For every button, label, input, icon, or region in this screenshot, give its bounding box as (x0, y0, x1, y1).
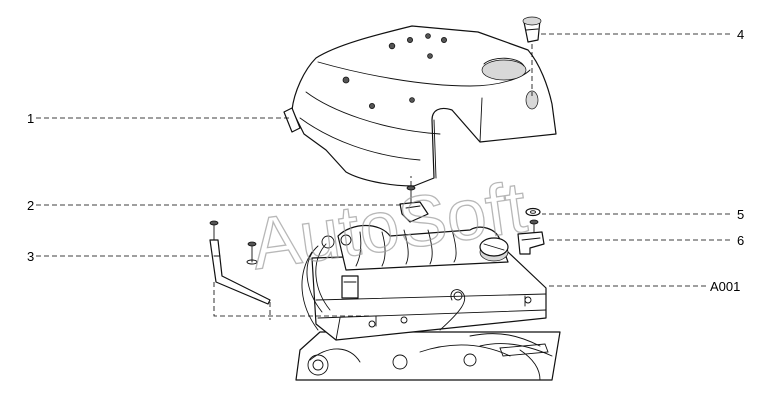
screw-part-2 (399, 185, 429, 223)
bolt-bracket-part-6 (517, 219, 545, 255)
bracket-part-3 (209, 220, 271, 305)
callout-3: 3 (27, 249, 34, 264)
callout-a001: A001 (710, 279, 740, 294)
callout-2: 2 (27, 198, 34, 213)
callout-5: 5 (737, 207, 744, 222)
dashed-assembly-lines (36, 33, 730, 320)
grommet-part-4 (522, 16, 542, 43)
callout-4: 4 (737, 27, 744, 42)
engine-cover (283, 25, 557, 187)
washer-part-5 (525, 207, 541, 217)
callout-1: 1 (27, 111, 34, 126)
callout-6: 6 (737, 233, 744, 248)
engine-assembly (295, 225, 561, 381)
callout-labels: 1 2 3 4 5 6 A001 (27, 27, 744, 294)
